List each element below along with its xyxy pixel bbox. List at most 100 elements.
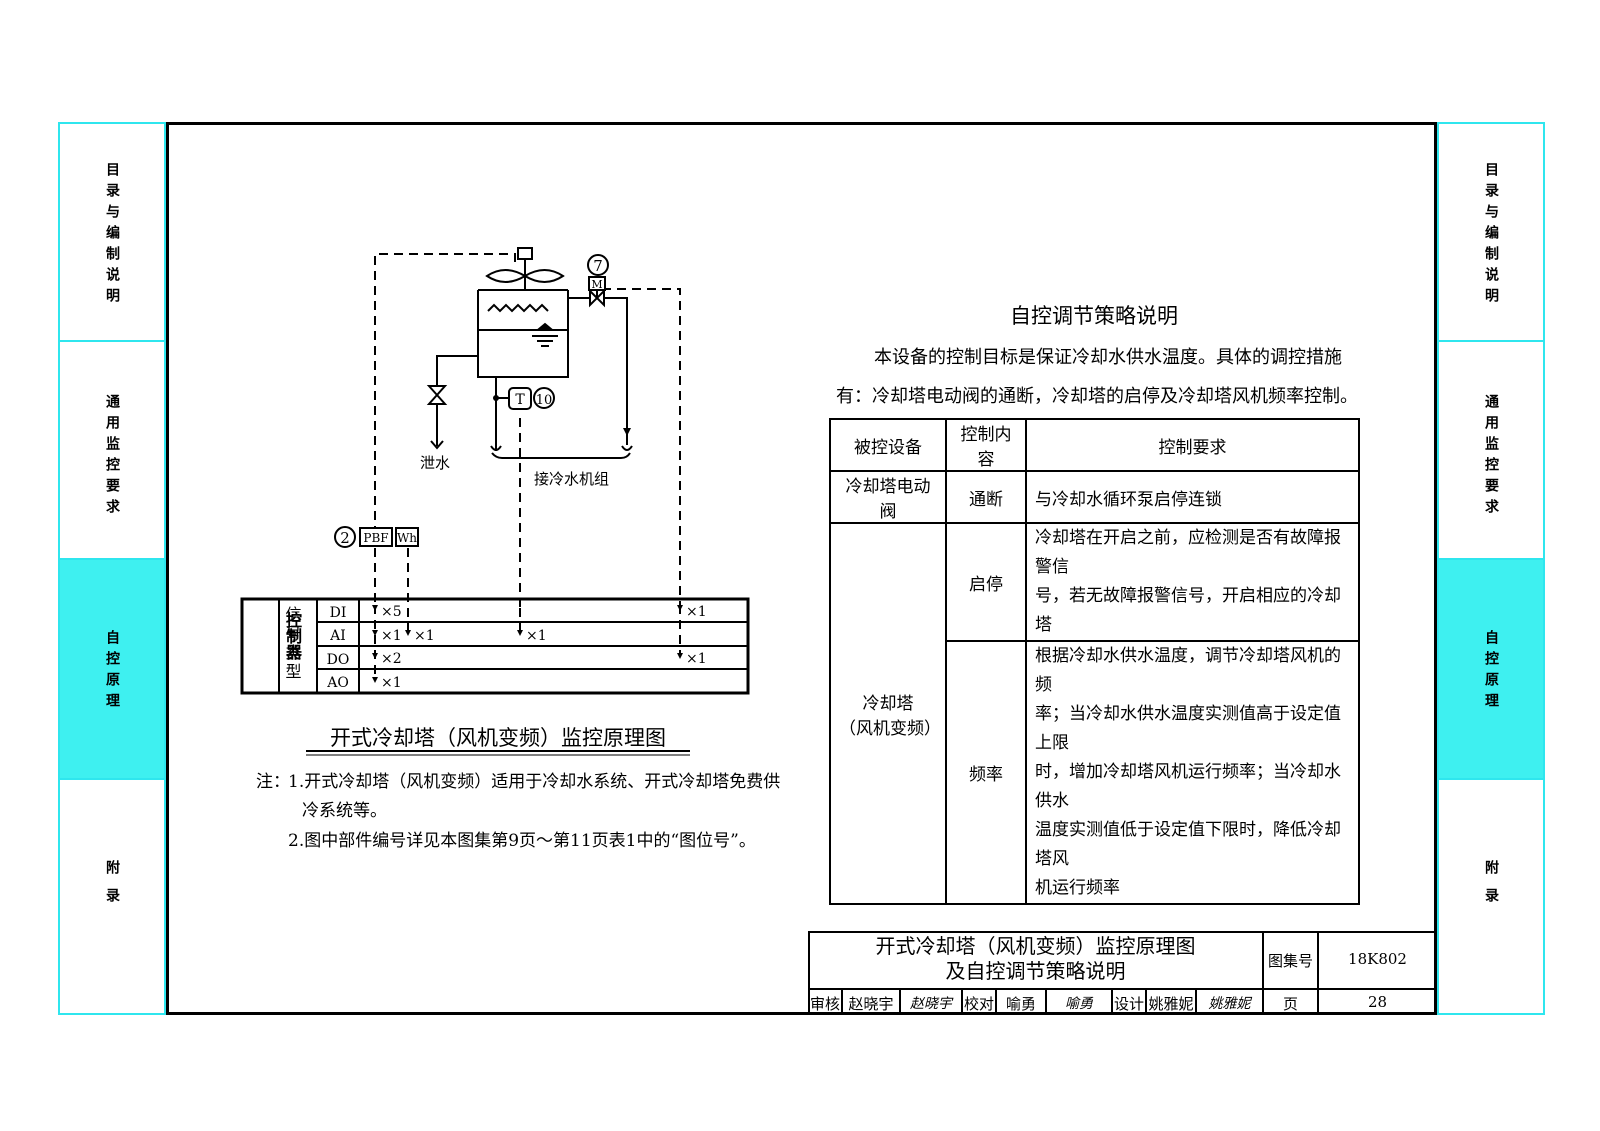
row2-device: 冷却塔 （风机变频） bbox=[829, 522, 947, 905]
row3-req-line-4: 温度实测值低于设定值下限时，降低冷却塔风 bbox=[1035, 820, 1341, 869]
row2-device-line1: 冷却塔 bbox=[862, 693, 914, 714]
design-name: 姚雅妮 bbox=[1148, 995, 1194, 1013]
row3-req-line-5: 机运行频率 bbox=[1035, 878, 1120, 898]
note-line-1: 1.开式冷却塔（风机变频）适用于冷却水系统、开式冷却塔免费供 bbox=[288, 772, 781, 792]
note-line-3: 2.图中部件编号详见本图集第9页～第11页表1中的“图位号”。 bbox=[288, 831, 756, 851]
row2-content: 启停 bbox=[945, 522, 1027, 642]
review-signature: 赵晓宇 bbox=[910, 996, 952, 1012]
row-do-label: DO bbox=[327, 652, 350, 668]
sidebar-section-label: 附录 bbox=[104, 860, 120, 916]
check-name: 喻勇 bbox=[1005, 995, 1036, 1013]
chiller-connection-label: 接冷水机组 bbox=[534, 470, 609, 488]
title-block bbox=[808, 931, 1437, 1015]
wh-box-icon bbox=[395, 527, 419, 547]
review-label: 审核 bbox=[809, 995, 840, 1013]
drain-label: 泄水 bbox=[420, 454, 450, 472]
sidebar-section-control-principle[interactable]: 自控原理 bbox=[60, 560, 164, 780]
row2-req-line-1: 冷却塔在开启之前，应检测是否有故障报警信 bbox=[1035, 528, 1341, 577]
left-sidebar: 目录与编制说明 通用监控要求 自控原理 附录 bbox=[58, 122, 166, 1015]
row2-device-line2: （风机变频） bbox=[839, 718, 941, 739]
check-signature: 喻勇 bbox=[1065, 996, 1093, 1012]
title-block-title-line-1: 开式冷却塔（风机变频）监控原理图 bbox=[875, 934, 1196, 958]
sidebar-section-control-principle[interactable]: 自控原理 bbox=[1439, 560, 1543, 780]
do-count-2: ×1 bbox=[686, 651, 707, 667]
fan-icon bbox=[485, 269, 565, 283]
header-device: 被控设备 bbox=[829, 418, 947, 472]
sidebar-section-general[interactable]: 通用监控要求 bbox=[60, 342, 164, 560]
wh-label: Wh bbox=[397, 531, 417, 545]
sidebar-section-label: 自控原理 bbox=[1483, 630, 1499, 714]
sidebar-section-label: 目录与编制说明 bbox=[1483, 162, 1499, 309]
row3-requirement: 根据冷却水供水温度，调节冷却塔风机的频 率；当冷却水供水温度实测值高于设定值上限… bbox=[1025, 640, 1360, 905]
row3-req-line-3: 时，增加冷却塔风机运行频率；当冷却水供水 bbox=[1035, 762, 1341, 811]
callout-7 bbox=[587, 254, 609, 276]
design-label: 设计 bbox=[1113, 995, 1144, 1013]
ao-count-1: ×1 bbox=[381, 675, 402, 691]
atlas-number: 18K802 bbox=[1348, 950, 1407, 968]
di-count-2: ×1 bbox=[686, 604, 707, 620]
row3-req-line-1: 根据冷却水供水温度，调节冷却塔风机的频 bbox=[1035, 646, 1341, 695]
callout-2-label: 2 bbox=[340, 529, 350, 547]
sidebar-section-label: 通用监控要求 bbox=[1483, 394, 1499, 520]
row-ai-label: AI bbox=[329, 628, 346, 644]
callout-10-label: 10 bbox=[536, 393, 553, 408]
ai-count-3: ×1 bbox=[526, 628, 547, 644]
pbf-label: PBF bbox=[363, 531, 388, 545]
page-number: 28 bbox=[1367, 993, 1388, 1011]
row-ao-label: AO bbox=[326, 675, 349, 691]
row2-req-line-2: 号，若无故障报警信号，开启相应的冷却塔 bbox=[1035, 586, 1341, 635]
note-line-2: 冷系统等。 bbox=[302, 801, 387, 821]
atlas-label: 图集号 bbox=[1267, 952, 1313, 970]
strategy-title: 自控调节策略说明 bbox=[1010, 304, 1178, 328]
notes-prefix: 注： bbox=[256, 772, 290, 792]
callout-2 bbox=[334, 526, 356, 548]
pbf-box-icon bbox=[359, 527, 393, 547]
row1-content: 通断 bbox=[945, 470, 1027, 524]
cooling-tower bbox=[477, 247, 569, 378]
row3-content: 频率 bbox=[945, 640, 1027, 905]
design-signature: 姚雅妮 bbox=[1208, 996, 1251, 1012]
valve-actuator-label: M bbox=[591, 278, 602, 291]
spray-nozzles-icon bbox=[487, 303, 549, 313]
ai-count-1: ×1 bbox=[381, 628, 402, 644]
header-content: 控制内容 bbox=[945, 418, 1027, 472]
sidebar-section-label: 附录 bbox=[1483, 860, 1499, 916]
diagram-caption: 开式冷却塔（风机变频）监控原理图 bbox=[330, 726, 666, 750]
callout-10 bbox=[533, 387, 555, 409]
row1-requirement: 与冷却水循环泵启停连锁 bbox=[1025, 470, 1360, 524]
title-block-title: 开式冷却塔（风机变频）监控原理图 及自控调节策略说明 bbox=[808, 934, 1263, 984]
header-requirement: 控制要求 bbox=[1025, 418, 1360, 472]
row2-requirement: 冷却塔在开启之前，应检测是否有故障报警信 号，若无故障报警信号，开启相应的冷却塔 bbox=[1025, 522, 1360, 642]
di-count-1: ×5 bbox=[381, 604, 402, 620]
sidebar-section-label: 通用监控要求 bbox=[104, 394, 120, 520]
do-count-1: ×2 bbox=[381, 651, 402, 667]
sidebar-section-contents[interactable]: 目录与编制说明 bbox=[60, 124, 164, 342]
sidebar-section-contents[interactable]: 目录与编制说明 bbox=[1439, 124, 1543, 342]
review-name: 赵晓宇 bbox=[848, 995, 894, 1013]
page-label: 页 bbox=[1282, 995, 1298, 1013]
sidebar-section-label: 目录与编制说明 bbox=[104, 162, 120, 309]
callout-7-label: 7 bbox=[593, 257, 603, 275]
piping bbox=[426, 288, 633, 459]
title-block-grid bbox=[808, 931, 1437, 1015]
title-block-title-line-2: 及自控调节策略说明 bbox=[945, 959, 1126, 983]
row3-req-line-2: 率；当冷却水供水温度实测值高于设定值上限 bbox=[1035, 704, 1341, 753]
sidebar-section-appendix[interactable]: 附录 bbox=[60, 780, 164, 1013]
right-sidebar: 目录与编制说明 通用监控要求 自控原理 附录 bbox=[1437, 122, 1545, 1015]
drawing-frame bbox=[166, 122, 1437, 1015]
sidebar-section-label: 自控原理 bbox=[104, 630, 120, 714]
row1-device: 冷却塔电动阀 bbox=[829, 470, 947, 524]
ai-count-2: ×1 bbox=[414, 628, 435, 644]
row-di-label: DI bbox=[330, 605, 347, 621]
sidebar-section-general[interactable]: 通用监控要求 bbox=[1439, 342, 1543, 560]
signal-arrows bbox=[372, 605, 683, 683]
strategy-intro-1: 本设备的控制目标是保证冷却水供水温度。具体的调控措施 bbox=[874, 347, 1342, 368]
temperature-sensor-icon bbox=[508, 387, 532, 410]
strategy-intro-2: 有：冷却塔电动阀的通断，冷却塔的启停及冷却塔风机频率控制。 bbox=[836, 386, 1358, 407]
sidebar-section-appendix[interactable]: 附录 bbox=[1439, 780, 1543, 1013]
temperature-sensor-label: T bbox=[515, 392, 525, 408]
controller-table bbox=[240, 597, 750, 695]
check-label: 校对 bbox=[963, 995, 994, 1013]
signal-type-label: 信号类型 bbox=[283, 606, 302, 682]
